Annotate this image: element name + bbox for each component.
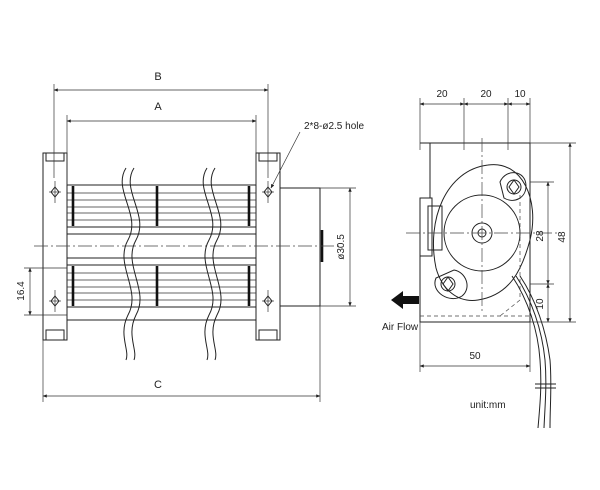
upper-impeller <box>66 184 257 228</box>
unit-label: unit:mm <box>470 400 506 411</box>
dimension-48: 48 <box>557 231 568 243</box>
dimension-top-10: 10 <box>514 89 526 100</box>
dimension-c: C <box>154 379 162 391</box>
side-outlet <box>419 197 433 257</box>
front-view <box>34 152 340 361</box>
side-housing <box>419 142 531 323</box>
side-view: Air Flow <box>382 138 560 429</box>
air-flow-label: Air Flow <box>382 322 419 333</box>
side-dimensions: 20 20 10 48 28 10 50 unit:mm <box>419 89 576 411</box>
air-flow-arrow-icon <box>391 291 419 309</box>
dimension-b: B <box>154 71 161 83</box>
lead-wire <box>511 275 542 429</box>
scroll-volute <box>432 164 534 301</box>
break-line-right <box>202 167 214 361</box>
dimension-top-20-left: 20 <box>436 89 448 100</box>
dimension-a: A <box>154 101 162 113</box>
hole-note: 2*8-ø2.5 hole <box>304 121 364 132</box>
dimension-top-20-right: 20 <box>480 89 492 100</box>
motor-housing <box>279 187 321 307</box>
dimension-10-right: 10 <box>535 298 546 310</box>
dimension-28: 28 <box>535 230 546 242</box>
dimension-16-4: 16.4 <box>16 281 27 301</box>
dimension-diameter-30-5: ø30.5 <box>336 234 347 260</box>
lower-impeller <box>66 264 257 308</box>
dimension-50: 50 <box>469 351 481 362</box>
front-dimensions: B A C 16.4 ø30.5 2*8-ø2.5 hole <box>16 71 364 402</box>
mounting-hole-icons <box>49 181 274 312</box>
break-line-left <box>121 167 133 361</box>
